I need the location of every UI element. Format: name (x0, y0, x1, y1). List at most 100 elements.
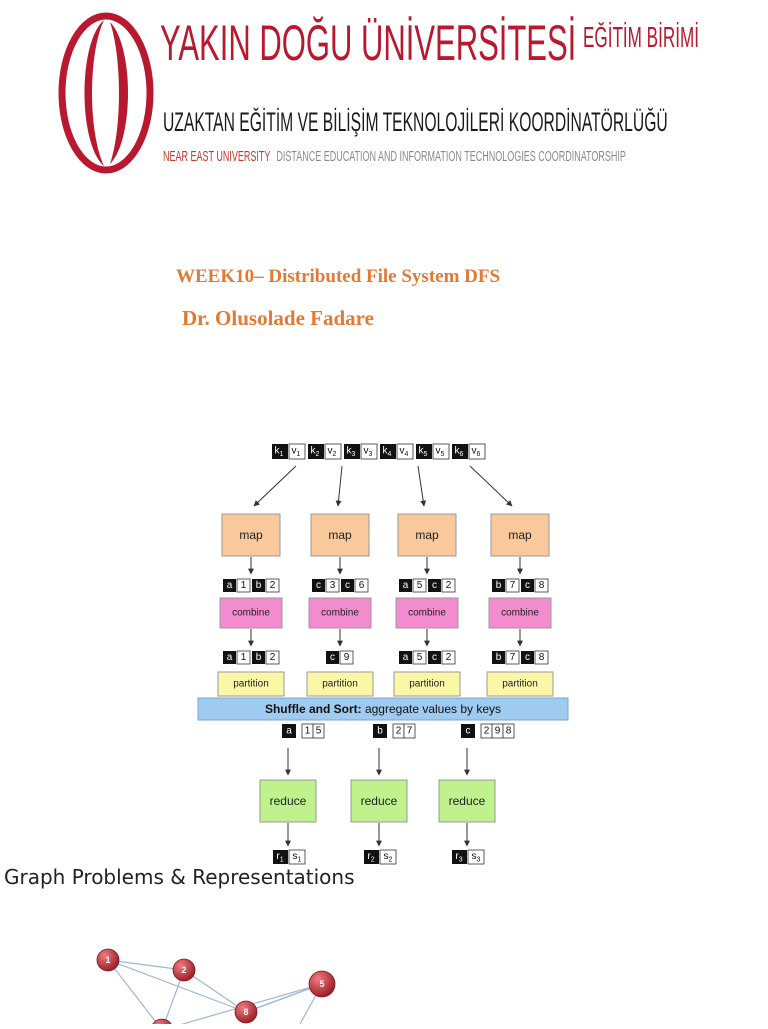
output-key: r2 (367, 851, 374, 863)
graph-edge (107, 959, 247, 1013)
input-key: k5 (419, 446, 428, 458)
grouped-value: 8 (506, 726, 512, 737)
combine-output-pair-key: b (496, 652, 502, 663)
map-output-pair-value-cell (265, 578, 280, 593)
map-output-pair-key: b (256, 580, 262, 591)
graph-node-label: 2 (181, 965, 186, 975)
reduce-box-label: reduce (361, 794, 398, 808)
map-output-pair-value: 2 (446, 580, 452, 591)
map-box (490, 513, 550, 557)
input-value-cell (360, 443, 378, 460)
grouped-value: 9 (495, 726, 501, 737)
combine-output-pair-value: 7 (510, 652, 516, 663)
input-value-cell (324, 443, 342, 460)
graph-node-label: 1 (105, 955, 110, 965)
combine-output-pair-value-cell (236, 650, 251, 665)
combine-output-pair-value-cell (534, 650, 549, 665)
map-output-pair-key-cell (492, 579, 505, 592)
output-value: s2 (384, 851, 393, 863)
partition-box-label: partition (322, 679, 358, 690)
map-output-pair-value-cell (505, 578, 520, 593)
reduce-box (350, 779, 408, 823)
map-output-pair-key-cell (252, 579, 265, 592)
reduce-box (259, 779, 317, 823)
graph-edge (245, 983, 323, 1013)
graph-edge (107, 959, 162, 1029)
input-value-cell (432, 443, 450, 460)
combine-output-pair-value-cell (339, 650, 354, 665)
combine-output-pair-key: a (227, 652, 233, 663)
map-output-pair-value: 7 (510, 580, 516, 591)
grouped-value: 1 (305, 726, 311, 737)
graph-node (308, 970, 336, 998)
input-value: v4 (400, 446, 409, 458)
map-output-pair-key-cell (428, 579, 441, 592)
combine-box-label: combine (501, 608, 539, 619)
partition-box (306, 671, 374, 697)
combine-output-pair-key-cell (399, 651, 412, 664)
output-value-cell (379, 849, 397, 865)
map-output-pair-key: b (496, 580, 502, 591)
graph-node (96, 948, 120, 972)
input-value-cell (288, 443, 306, 460)
input-key: k1 (275, 446, 284, 458)
input-key: k6 (455, 446, 464, 458)
output-key-cell (452, 850, 467, 864)
map-output-pair-value: 5 (417, 580, 423, 591)
input-arrow (335, 465, 343, 507)
partition-box (217, 671, 285, 697)
grouped-key-cell (461, 724, 475, 738)
shuffle-label: Shuffle and Sort: aggregate values by ke… (265, 702, 501, 716)
output-key-cell (273, 850, 288, 864)
combine-output-pair-value: 1 (241, 652, 247, 663)
map-output-pair-key: c (316, 580, 321, 591)
input-arrow (469, 465, 513, 507)
grouped-value-cell (312, 723, 325, 739)
combine-output-pair-key-cell (223, 651, 236, 664)
combine-output-pair-value-cell (441, 650, 456, 665)
combine-output-pair-value: 8 (539, 652, 545, 663)
combine-output-pair-value: 2 (446, 652, 452, 663)
input-key-cell (308, 444, 324, 459)
combine-box (395, 597, 459, 629)
grouped-value-cell (502, 723, 515, 739)
output-key-cell (364, 850, 379, 864)
grouped-value: 2 (484, 726, 490, 737)
map-box (310, 513, 370, 557)
combine-output-pair-key: c (330, 652, 335, 663)
grouped-key: c (466, 726, 471, 737)
output-key: r3 (455, 851, 462, 863)
combine-output-pair-value: 2 (270, 652, 276, 663)
map-output-pair-value-cell (325, 578, 340, 593)
combine-output-pair-key: c (432, 652, 437, 663)
coordinatorship-name-en: DISTANCE EDUCATION AND INFORMATION TECHN… (276, 148, 626, 165)
output-value-cell (288, 849, 306, 865)
input-key-cell (452, 444, 468, 459)
combine-box-label: combine (232, 608, 270, 619)
map-box-label: map (328, 528, 352, 542)
reduce-box-label: reduce (449, 794, 486, 808)
partition-box-label: partition (409, 679, 445, 690)
combine-box-label: combine (321, 608, 359, 619)
coordinatorship-tr: UZAKTAN EĞİTİM VE BİLİŞİM TEKNOLOJİLERİ … (163, 107, 668, 137)
university-logo-emblem (58, 12, 154, 174)
shuffle-bar (197, 697, 569, 721)
combine-output-pair-key-cell (428, 651, 441, 664)
combine-output-pair-key-cell (252, 651, 265, 664)
combine-output-pair-key: c (525, 652, 530, 663)
combine-box-label: combine (408, 608, 446, 619)
combine-output-pair-key-cell (492, 651, 505, 664)
input-key-cell (272, 444, 288, 459)
map-output-pair-value-cell (441, 578, 456, 593)
input-arrow (253, 465, 297, 507)
output-key: r1 (276, 851, 283, 863)
input-value: v6 (472, 446, 481, 458)
grouped-value-cell (403, 723, 416, 739)
reduce-box (438, 779, 496, 823)
map-output-pair-key: c (432, 580, 437, 591)
input-key: k3 (347, 446, 356, 458)
map-output-pair-value: 1 (241, 580, 247, 591)
document-title: WEEK10– Distributed File System DFS (176, 266, 501, 287)
graph-edge (183, 969, 247, 1013)
